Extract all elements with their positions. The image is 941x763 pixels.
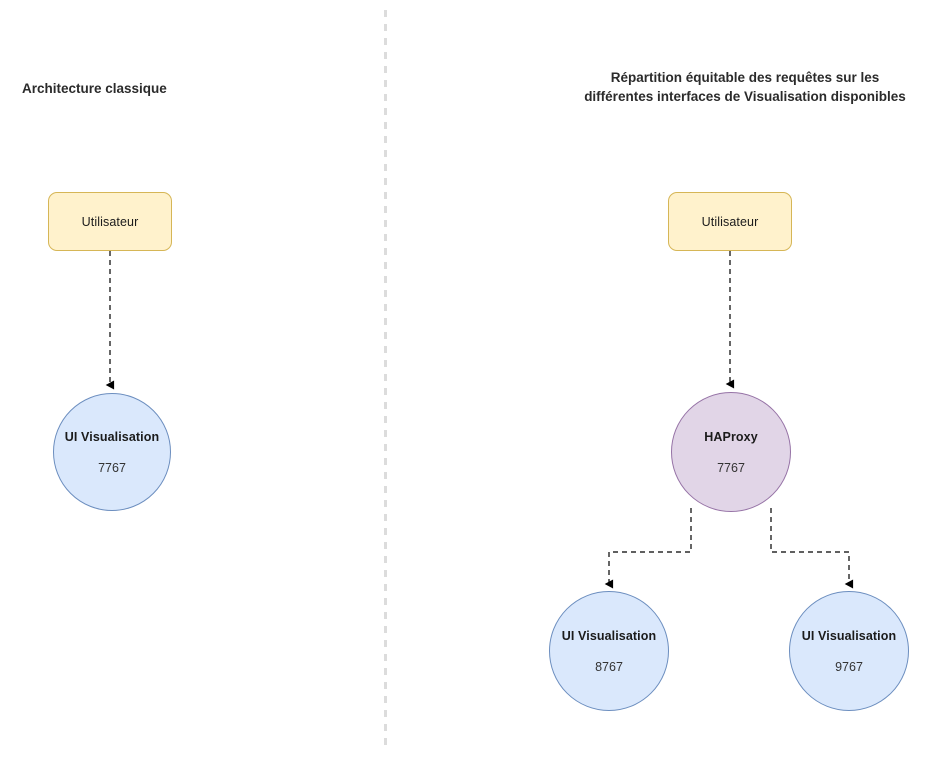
node-port: 9767 [835, 659, 863, 674]
panel-title-classique: Architecture classique [22, 81, 167, 96]
node-port: 7767 [717, 460, 745, 475]
edge-haproxy-to-ui-8767 [604, 508, 692, 589]
node-port: 7767 [98, 460, 126, 475]
node-label: UI Visualisation [561, 628, 657, 643]
node-port: 8767 [595, 659, 623, 674]
node-utilisateur-left[interactable]: Utilisateur [48, 192, 172, 251]
panel-title-repartition: Répartition équitable des requêtes sur l… [584, 70, 906, 104]
node-label: Utilisateur [701, 214, 759, 229]
node-ui-visualisation-9767[interactable]: UI Visualisation 9767 [789, 591, 909, 711]
node-haproxy[interactable]: HAProxy 7767 [671, 392, 791, 512]
node-utilisateur-right[interactable]: Utilisateur [668, 192, 792, 251]
node-label: UI Visualisation [64, 429, 160, 444]
node-label: Utilisateur [81, 214, 139, 229]
node-label: HAProxy [704, 429, 758, 444]
node-ui-visualisation-7767[interactable]: UI Visualisation 7767 [53, 393, 171, 511]
node-label: UI Visualisation [801, 628, 897, 643]
edge-haproxy-to-ui-9767 [770, 508, 854, 589]
node-ui-visualisation-8767[interactable]: UI Visualisation 8767 [549, 591, 669, 711]
